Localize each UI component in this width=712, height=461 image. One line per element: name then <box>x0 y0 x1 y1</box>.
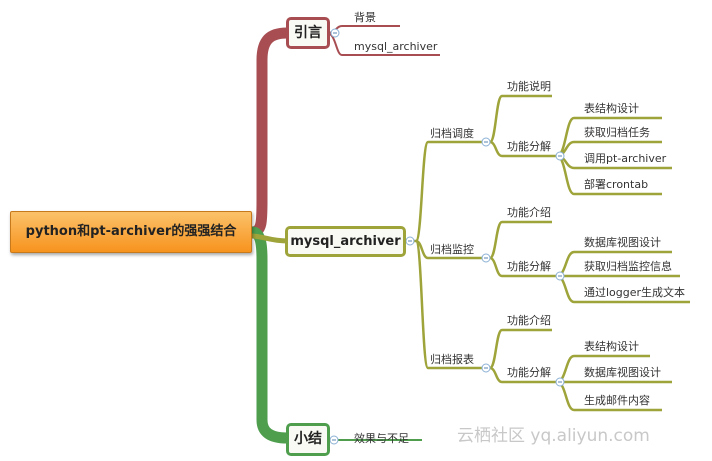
topic-mysql-archiver[interactable]: mysql_archiver <box>285 226 406 257</box>
group-archive-report[interactable]: 归档报表 <box>430 353 474 366</box>
trunk-connector-summary <box>246 226 293 444</box>
group-archive-schedule[interactable]: 归档调度 <box>430 127 474 140</box>
leaf-table-design[interactable]: 表结构设计 <box>584 102 639 115</box>
item-feature-breakdown[interactable]: 功能分解 <box>507 366 551 379</box>
group-archive-monitor[interactable]: 归档监控 <box>430 243 474 256</box>
connector-group-1-sub <box>556 116 672 196</box>
leaf-db-view-design[interactable]: 数据库视图设计 <box>584 236 661 249</box>
leaf-db-view-design[interactable]: 数据库视图设计 <box>584 366 661 379</box>
item-feature-breakdown[interactable]: 功能分解 <box>507 140 551 153</box>
item-feature-breakdown[interactable]: 功能分解 <box>507 260 551 273</box>
item-feature-intro[interactable]: 功能介绍 <box>507 206 551 219</box>
watermark: 云栖社区 yq.aliyun.com <box>457 426 650 446</box>
leaf-get-archive-task[interactable]: 获取归档任务 <box>584 126 650 139</box>
item-feature-intro[interactable]: 功能介绍 <box>507 314 551 327</box>
leaf-table-design[interactable]: 表结构设计 <box>584 340 639 353</box>
connector-group-2 <box>488 220 557 278</box>
connector-group-3 <box>488 328 557 384</box>
topic-intro[interactable]: 引言 <box>286 17 330 49</box>
leaf-call-pt-archiver[interactable]: 调用pt-archiver <box>584 152 667 165</box>
leaf-logger-text[interactable]: 通过logger生成文本 <box>584 286 686 299</box>
item-feature-description[interactable]: 功能说明 <box>507 80 551 93</box>
subtopic-mysql-archiver[interactable]: mysql_archiver <box>354 40 438 53</box>
connector-group-1 <box>488 94 557 158</box>
leaf-get-monitor-info[interactable]: 获取归档监控信息 <box>584 260 672 273</box>
trunk-connector-intro <box>246 27 293 238</box>
topic-summary[interactable]: 小结 <box>286 423 330 456</box>
trunk-connector-main <box>251 233 289 244</box>
subtopic-effect-shortcomings[interactable]: 效果与不足 <box>354 432 409 445</box>
leaf-email-content[interactable]: 生成邮件内容 <box>584 394 650 407</box>
subtopic-background[interactable]: 背景 <box>354 11 376 24</box>
leaf-deploy-crontab[interactable]: 部署crontab <box>584 178 649 191</box>
central-topic[interactable]: python和pt-archiver的强强结合 <box>10 211 252 253</box>
